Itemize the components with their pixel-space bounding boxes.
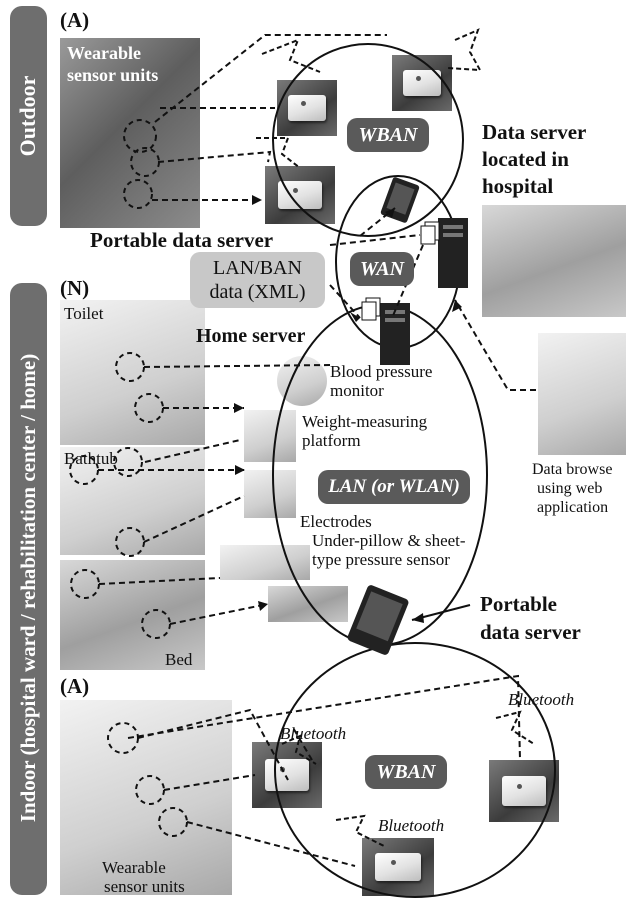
home-server-label: Home server xyxy=(196,325,306,347)
blood-pressure-label-1: Blood pressure xyxy=(330,362,433,381)
bolt-icon xyxy=(261,38,321,73)
wearable-top-caption: Wearable sensor units xyxy=(67,43,159,85)
bed-caption: Bed xyxy=(165,650,193,669)
bluetooth-label-2: Bluetooth xyxy=(508,690,575,709)
pressure-label-1: Under-pillow & sheet- xyxy=(312,531,466,550)
bluetooth-label-3: Bluetooth xyxy=(378,816,445,835)
sensor-unit-icon xyxy=(362,838,434,896)
portable-server-bottom-label-1: Portable xyxy=(480,592,557,616)
wban-top-label: WBAN xyxy=(347,118,429,152)
section-tag-n: (N) xyxy=(60,276,90,300)
wban-bottom-circle xyxy=(274,642,556,898)
lan-label: LAN (or WLAN) xyxy=(318,470,470,504)
pressure-label-2: type pressure sensor xyxy=(312,550,450,569)
wan-server-icon xyxy=(420,218,468,288)
data-browse-label-2: using web xyxy=(537,480,603,497)
outdoor-wearer-photo xyxy=(60,38,200,228)
bolt-icon xyxy=(256,137,301,169)
home-server-icon xyxy=(361,297,410,365)
lan-ban-data-line2: data (XML) xyxy=(209,281,306,303)
wearable-bottom-caption-2: sensor units xyxy=(104,877,185,896)
wban-top-circle xyxy=(272,43,464,237)
lan-ban-data-box: LAN/BAN data (XML) xyxy=(190,252,325,308)
bluetooth-label-1: Bluetooth xyxy=(280,724,347,743)
bathtub-photo xyxy=(60,447,205,555)
electrodes-label: Electrodes xyxy=(300,512,372,531)
toilet-caption: Toilet xyxy=(64,304,104,323)
bolt-icon xyxy=(447,28,482,72)
wan-label: WAN xyxy=(350,252,414,286)
electrodes-photo xyxy=(244,470,296,518)
bolt-icon xyxy=(495,710,535,745)
bed-photo xyxy=(60,560,205,670)
hospital-data-server-photo xyxy=(482,205,626,317)
sensor-unit-icon xyxy=(392,55,452,111)
wban-bottom-label: WBAN xyxy=(365,755,447,789)
data-server-label-1: Data server xyxy=(482,120,587,144)
sheet-sensor-photo xyxy=(268,586,348,622)
data-server-label-3: hospital xyxy=(482,174,554,198)
pillow-sensor-photo xyxy=(220,545,310,580)
blood-pressure-label-2: monitor xyxy=(330,381,384,400)
bolt-icon xyxy=(281,734,317,765)
data-browse-photo xyxy=(538,333,626,455)
bathtub-caption: Bathtub xyxy=(64,449,118,468)
data-browse-label-3: application xyxy=(537,499,609,516)
section-tag-a-top: (A) xyxy=(60,8,90,32)
indoor-side-bar xyxy=(10,283,47,895)
portable-server-top-label: Portable data server xyxy=(90,228,274,252)
bolt-icon xyxy=(335,814,385,847)
weight-label-2: platform xyxy=(302,431,361,450)
weight-platform-photo xyxy=(244,410,296,462)
lan-ban-data-line1: LAN/BAN xyxy=(213,257,302,279)
indoor-wearer-photo xyxy=(60,700,232,895)
portable-server-top-icon xyxy=(380,177,420,223)
toilet-photo xyxy=(60,300,205,445)
weight-label-1: Weight-measuring xyxy=(302,412,428,431)
data-server-label-2: located in xyxy=(482,147,569,171)
outdoor-side-bar xyxy=(10,6,47,226)
wearable-bottom-caption-1: Wearable xyxy=(102,858,166,877)
portable-server-bottom-label-2: data server xyxy=(480,620,581,644)
portable-server-bottom-icon xyxy=(347,585,409,655)
sensor-unit-icon xyxy=(265,166,335,224)
section-tag-a-bottom: (A) xyxy=(60,674,90,698)
sensor-unit-icon xyxy=(252,742,322,808)
data-browse-label-1: Data browse xyxy=(532,461,613,478)
